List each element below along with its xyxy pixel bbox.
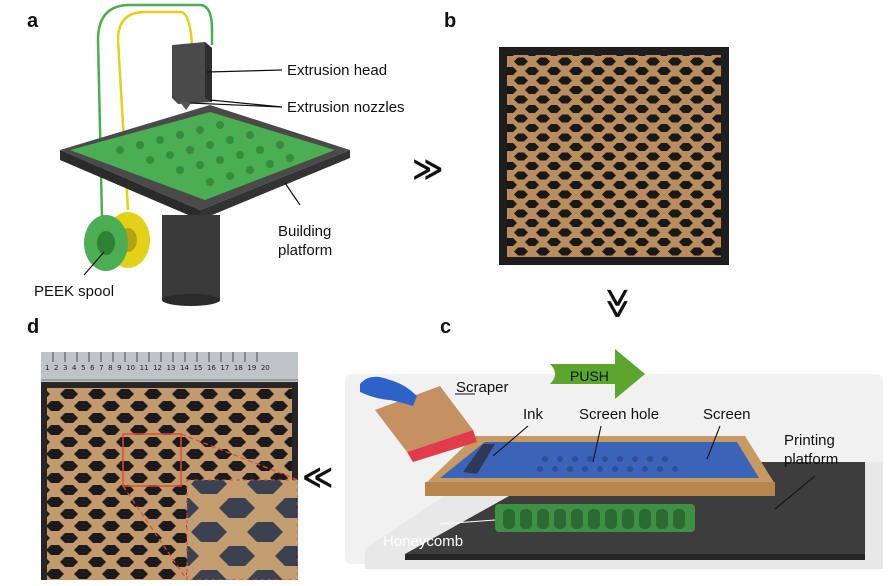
ruler-mark: 15 <box>193 364 203 372</box>
ruler-mark: 4 <box>72 364 77 372</box>
ruler-number-list: 1 2 3 4 5 6 7 8 9 10 11 12 13 14 15 16 1… <box>45 364 270 372</box>
ruler-mark: 7 <box>99 364 104 372</box>
ruler-mark: 8 <box>108 364 113 372</box>
label-extrusion-head: Extrusion head <box>287 62 388 79</box>
ruler-mark: 9 <box>117 364 122 372</box>
ruler-mark: 5 <box>81 364 86 372</box>
ruler-mark: 1 <box>45 364 50 372</box>
label-ink: Ink <box>523 406 544 423</box>
label-printing-platform-line2: platform <box>784 451 839 468</box>
ruler-mark: 2 <box>54 364 59 372</box>
ruler-mark: 17 <box>220 364 230 372</box>
label-push: PUSH <box>570 368 609 384</box>
ruler-mark: 18 <box>233 364 243 372</box>
ruler-mark: 13 <box>166 364 176 372</box>
ruler-mark: 11 <box>139 364 149 372</box>
panel-letter-c: c <box>440 316 452 338</box>
panel-c-illustration <box>345 349 883 569</box>
label-building-platform-line1: Building <box>278 223 332 240</box>
arrow-b-to-c: ≫ <box>600 287 636 320</box>
ruler-mark: 3 <box>63 364 68 372</box>
ruler-mark: 20 <box>260 364 270 372</box>
panel-letter-a: a <box>27 10 39 32</box>
ruler-mark: 10 <box>126 364 136 372</box>
label-honeycomb: Honeycomb <box>383 533 464 550</box>
label-screen: Screen <box>703 406 751 423</box>
ruler-mark: 19 <box>247 364 257 372</box>
label-extrusion-nozzles: Extrusion nozzles <box>287 99 405 116</box>
label-screen-hole: Screen hole <box>579 406 660 423</box>
label-building-platform-line2: platform <box>278 242 333 259</box>
ruler-mark: 16 <box>206 364 216 372</box>
ruler-mark: 14 <box>180 364 189 372</box>
panel-b-photo <box>499 47 729 265</box>
label-peek-spool: PEEK spool <box>34 283 115 300</box>
ruler-mark: 12 <box>153 364 162 372</box>
label-scraper: Scraper <box>456 379 509 396</box>
arrow-c-to-d: ≪ <box>302 460 334 495</box>
label-printing-platform-line1: Printing <box>784 432 835 449</box>
arrow-a-to-b: ≫ <box>412 152 444 187</box>
panel-letter-b: b <box>444 10 457 32</box>
panel-letter-d: d <box>27 316 40 338</box>
panel-d-photo <box>41 352 298 580</box>
ruler-mark: 6 <box>90 364 95 372</box>
